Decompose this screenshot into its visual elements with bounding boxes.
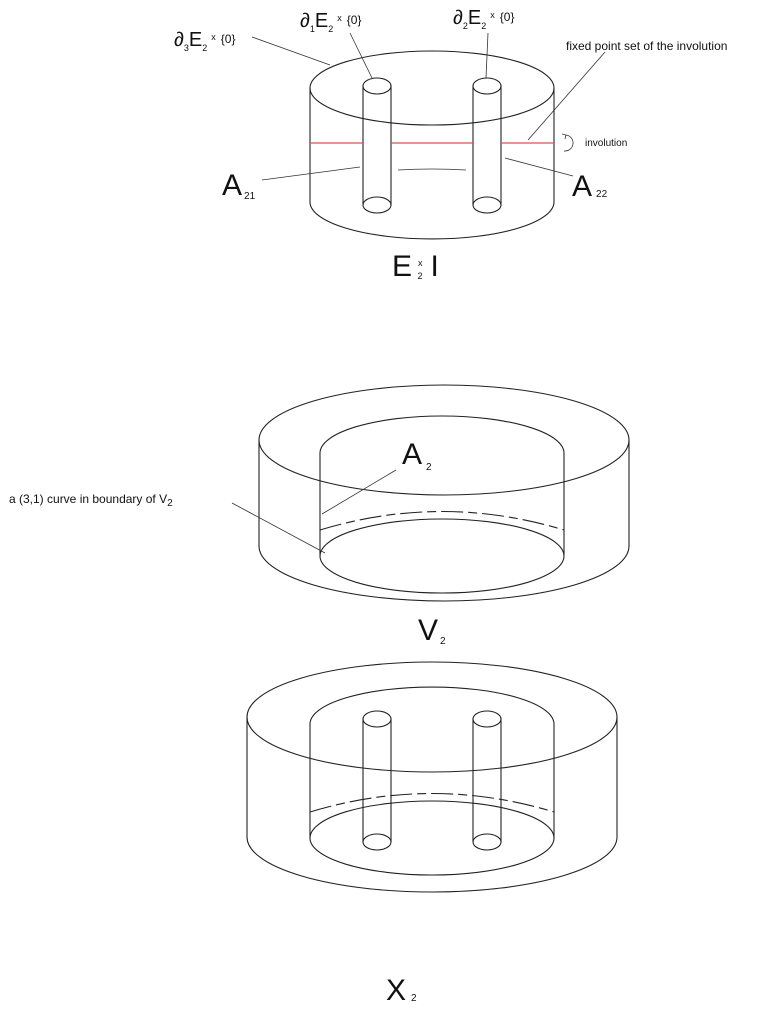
hidden-bottom-dashed <box>319 510 565 531</box>
leader-d1 <box>349 32 373 79</box>
outer-top-ellipse-x2 <box>246 661 618 773</box>
inner-bottom-ellipse <box>319 518 565 594</box>
label-fixed-point-set: fixed point set of the involution <box>566 39 727 53</box>
leader-fixed <box>527 51 606 141</box>
inner-top-arc-x2 <box>309 686 555 725</box>
leader-a22 <box>504 157 574 177</box>
leader-a21 <box>261 166 361 181</box>
leader-d2 <box>485 32 489 79</box>
tube-left-bottom <box>362 196 392 214</box>
tube-left-top <box>362 77 392 95</box>
hidden-bottom-dashed-x2 <box>309 792 555 813</box>
top-ellipse <box>309 50 555 126</box>
figure-e2-cross-i: ∂3E2x{0} ∂1E2x{0} ∂2E2x{0} fixed point s… <box>174 7 727 283</box>
involution-arrowhead-icon <box>561 133 567 140</box>
leader-a2 <box>321 469 397 515</box>
inner-top-arc <box>319 415 565 454</box>
inner-bottom-ellipse-x2 <box>309 800 555 876</box>
label-involution: involution <box>585 138 627 149</box>
leader-d3 <box>251 36 331 66</box>
bottom-front-arc <box>309 201 555 240</box>
tube-left-bottom-x2 <box>362 833 392 851</box>
outer-bottom-front-arc-x2 <box>246 836 618 893</box>
involution-arrow-icon <box>563 134 574 152</box>
label-d3e2: ∂3E2x{0} <box>174 29 235 53</box>
outer-bottom-front-arc <box>258 545 630 602</box>
bottom-back-hint <box>397 168 467 171</box>
outer-top-ellipse <box>258 384 630 496</box>
tube-right-bottom <box>472 196 502 214</box>
tube-left-top-x2 <box>362 710 392 728</box>
tube-right-top <box>472 77 502 95</box>
leader-curve <box>231 502 326 554</box>
label-d2e2: ∂2E2x{0} <box>453 7 514 31</box>
tube-right-bottom-x2 <box>472 833 502 851</box>
label-d1e2: ∂1E2x{0} <box>300 10 361 34</box>
tube-right-top-x2 <box>472 710 502 728</box>
label-curve: a (3,1) curve in boundary of V2 <box>9 492 173 509</box>
